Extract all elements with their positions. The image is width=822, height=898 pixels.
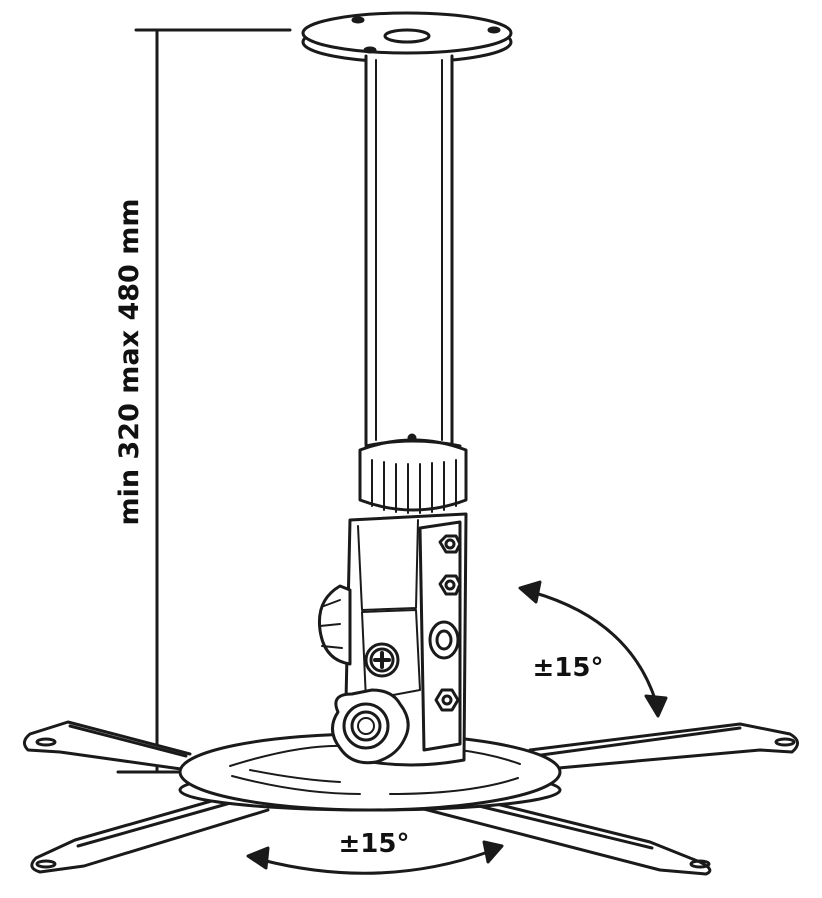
bolt-icon bbox=[428, 620, 460, 660]
tilt-rotation-arrow bbox=[518, 580, 668, 718]
bolt-icon bbox=[438, 574, 462, 596]
swivel-angle-label: ±15° bbox=[339, 829, 410, 859]
cross-arm-front-left bbox=[30, 788, 270, 874]
cross-arm-back-right bbox=[528, 722, 799, 772]
locking-collar bbox=[358, 438, 468, 514]
swivel-rotation-arrow bbox=[246, 840, 504, 875]
bracket-bolts bbox=[428, 534, 462, 712]
tilt-angle-label: ±15° bbox=[533, 653, 604, 683]
bolt-icon bbox=[434, 688, 460, 712]
extension-tube bbox=[364, 54, 454, 446]
height-range-label: min 320 max 480 mm bbox=[114, 199, 145, 526]
height-dimension-line bbox=[116, 28, 292, 774]
cross-arm-back-left bbox=[23, 720, 192, 772]
bolt-icon bbox=[438, 534, 462, 554]
side-tilt-knob bbox=[317, 584, 352, 666]
star-knob bbox=[331, 688, 410, 765]
ceiling-plate bbox=[301, 11, 513, 64]
phillips-screw-icon bbox=[364, 642, 400, 678]
